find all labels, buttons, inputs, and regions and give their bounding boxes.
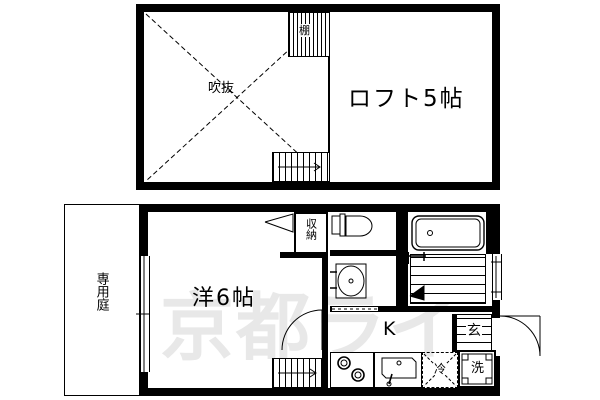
- label-kitchen: K: [383, 318, 396, 340]
- label-western-room: 洋6帖: [192, 286, 256, 311]
- main-wall-left-lower: [140, 372, 148, 396]
- private-garden-area: [64, 204, 140, 396]
- genkan-step-wall: [452, 314, 457, 352]
- main-wall-top: [140, 204, 500, 212]
- label-fridge: 冷: [433, 362, 448, 376]
- label-void: 吹抜: [208, 81, 235, 96]
- label-loft: ロフト5帖: [348, 86, 465, 112]
- label-genkan: 玄: [466, 323, 482, 339]
- basin-right-wall: [396, 256, 402, 312]
- main-wall-bottom: [140, 388, 500, 396]
- loft-wall-bottom: [136, 182, 500, 190]
- main-wall-left-upper: [140, 204, 148, 256]
- loft-shelf: [288, 12, 330, 57]
- label-closet: 収納: [304, 218, 318, 240]
- toilet-bottom-wall: [330, 250, 402, 256]
- bath-right-wall: [486, 212, 492, 254]
- main-wall-right-mid: [492, 300, 500, 318]
- main-wall-right-lower: [492, 356, 500, 396]
- bath-bottom-wall: [402, 306, 494, 312]
- closet-bottom-wall: [280, 252, 328, 258]
- toilet-right-wall: [396, 212, 402, 252]
- label-private-garden: 専用庭: [93, 272, 109, 311]
- loft-wall-right: [492, 4, 500, 190]
- loft-partition-vertical: [328, 12, 330, 182]
- loft-wall-left: [136, 4, 144, 190]
- loft-wall-top: [136, 4, 500, 12]
- right-exterior-window: [492, 254, 502, 300]
- closet-box: [294, 212, 328, 256]
- label-shelf: 棚: [298, 24, 311, 37]
- label-washer: 洗: [470, 361, 486, 376]
- room-right-partition: [322, 212, 328, 388]
- fridge-space: [422, 352, 458, 388]
- stove-unit: [330, 352, 374, 388]
- main-wall-right-upper: [492, 204, 500, 254]
